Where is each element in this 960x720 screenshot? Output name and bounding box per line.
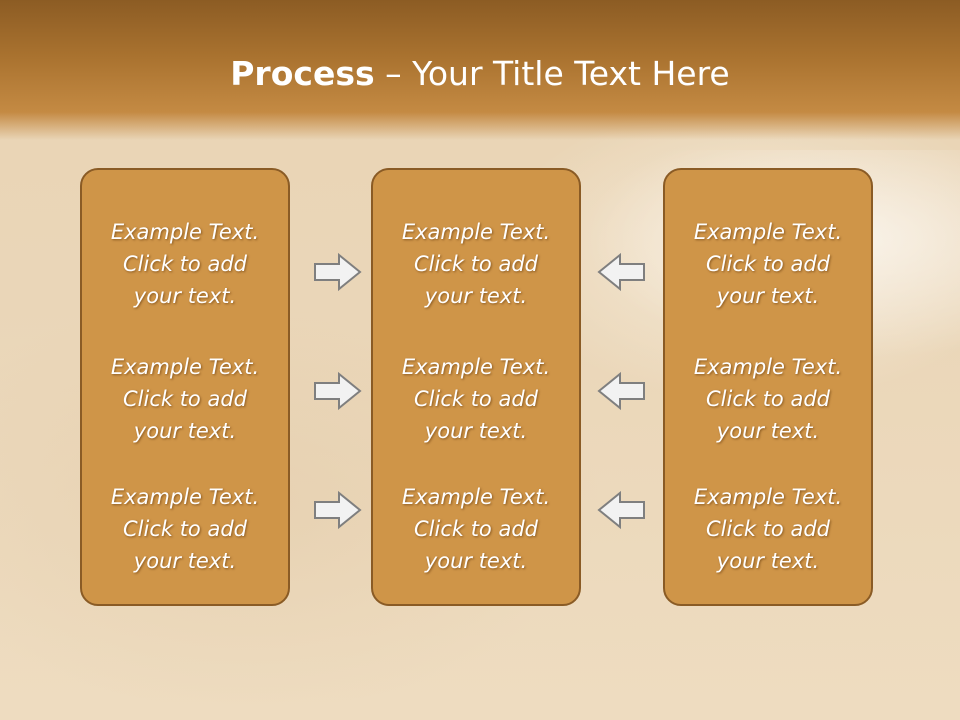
- slide-title[interactable]: Process – Your Title Text Here: [0, 52, 960, 96]
- title-rest: – Your Title Text Here: [374, 54, 730, 93]
- arrow-right-icon: [314, 490, 362, 530]
- arrow-left-icon: [597, 490, 645, 530]
- arrow-right-icon: [314, 252, 362, 292]
- arrow-left-icon: [597, 252, 645, 292]
- arrow-left-icon: [597, 371, 645, 411]
- title-bold: Process: [230, 54, 375, 93]
- header-band: [0, 0, 960, 140]
- arrow-right-icon: [314, 371, 362, 411]
